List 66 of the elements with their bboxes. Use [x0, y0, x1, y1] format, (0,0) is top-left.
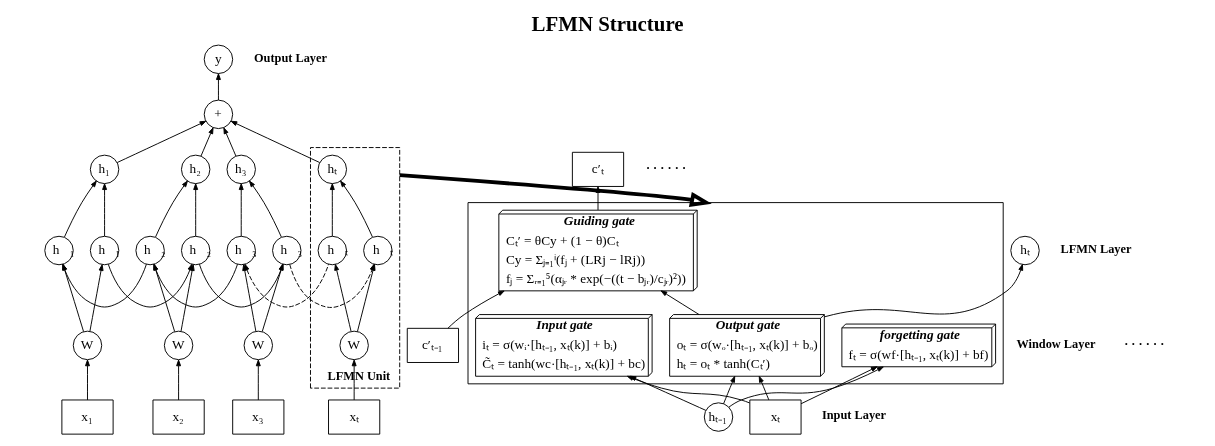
node-circle: + [203, 99, 234, 130]
label: Input Layer [821, 408, 887, 423]
diagram-title: LFMN Structure [531, 12, 684, 37]
arrow [215, 73, 221, 101]
arrow [758, 375, 770, 401]
node-circle: W [163, 330, 194, 361]
node-circle: h₃ [226, 154, 256, 185]
node-circle: y [203, 44, 234, 75]
node-circle: h₂ [180, 154, 211, 185]
arrow [261, 263, 284, 332]
label: · · · · · · [645, 160, 687, 175]
arrow [723, 375, 736, 405]
label: · · · · · · [1124, 336, 1165, 351]
arrow [89, 264, 104, 332]
arrow [728, 366, 884, 408]
arrow [62, 263, 147, 308]
node-circle: h⃖₁ [44, 235, 74, 266]
arrow [351, 359, 357, 401]
arrow [255, 359, 261, 401]
node-box: xₜ [749, 399, 802, 435]
node-circle: h⃗ₜ [363, 235, 393, 266]
arrow [64, 180, 97, 238]
node-circle: h⃗₁ [89, 235, 120, 266]
node-circle: hₜ [1010, 235, 1040, 266]
arrow [62, 263, 84, 332]
node-box: x₂ [152, 399, 205, 435]
node-circle: h⃖₂ [135, 235, 165, 266]
node-box: xₜ [328, 399, 381, 435]
node-circle: hₜ [317, 154, 348, 185]
node-circle: h⃗₂ [180, 235, 211, 266]
arrow [116, 120, 207, 163]
arrow [329, 183, 335, 237]
arrow [238, 183, 244, 237]
label: Output Layer [254, 50, 327, 65]
node-circle: h₁ [89, 154, 120, 185]
node-box: c′ₜ₋₁ [406, 327, 459, 363]
arrow [595, 186, 601, 211]
node-circle: h⃖ₜ [317, 235, 348, 266]
node-circle: hₜ₋₁ [703, 402, 734, 432]
node-circle: W [339, 330, 369, 361]
node-circle: W [72, 330, 103, 361]
arrow [660, 290, 700, 315]
node-box: c′ₜ [571, 151, 625, 187]
arrow [447, 290, 505, 329]
node-circle: h⃖₃ [226, 235, 256, 266]
label: Window Layer [1016, 336, 1096, 351]
node-box: x₁ [61, 399, 114, 435]
arrow [399, 173, 712, 208]
arrow [800, 366, 878, 405]
arrow [823, 264, 1024, 318]
node-circle: W [243, 330, 273, 361]
arrow [334, 264, 352, 332]
arrow [340, 180, 373, 238]
arrow [176, 359, 182, 401]
label: LFMN Layer [1060, 241, 1132, 256]
arrow [155, 180, 188, 238]
arrow [153, 263, 176, 332]
arrow [230, 120, 321, 163]
arrow [85, 359, 90, 401]
node-circle: h⃗₃ [272, 235, 302, 266]
arrow [200, 127, 214, 157]
arrow [249, 180, 282, 238]
arrow [102, 183, 108, 237]
node-box: x₃ [232, 399, 285, 435]
arrow [223, 127, 237, 157]
arrow [193, 183, 199, 237]
